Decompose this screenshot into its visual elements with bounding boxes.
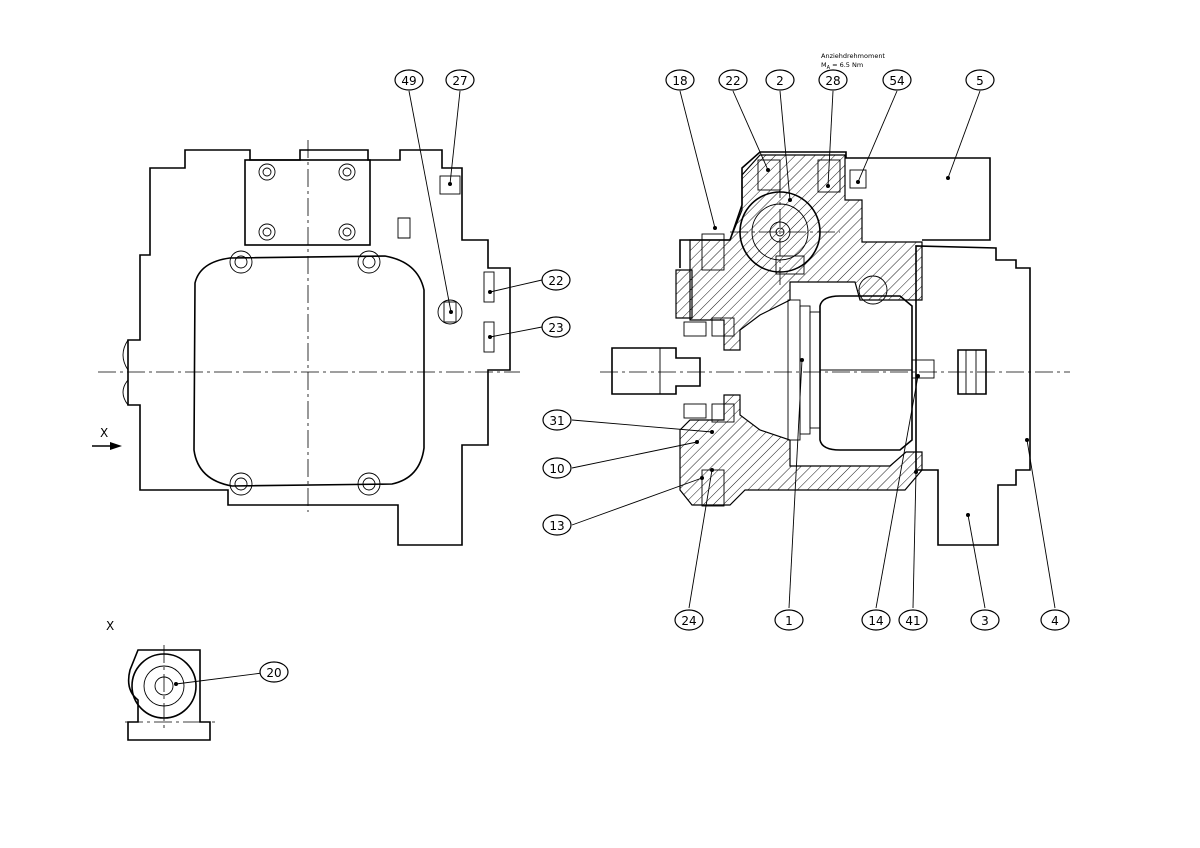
svg-text:2: 2	[776, 74, 784, 88]
svg-text:24: 24	[681, 614, 696, 628]
svg-text:14: 14	[868, 614, 883, 628]
svg-text:27: 27	[452, 74, 467, 88]
svg-text:4: 4	[1051, 614, 1059, 628]
callout-54: 54	[882, 69, 912, 91]
torque-note-title: Anziehdrehmoment	[821, 52, 885, 60]
callout-4: 4	[1040, 609, 1070, 631]
svg-text:22: 22	[548, 274, 563, 288]
svg-text:20: 20	[266, 666, 281, 680]
callout-18: 18	[665, 69, 695, 91]
callout-28: 28	[818, 69, 848, 91]
left-view: X	[92, 140, 520, 546]
leader-lines	[174, 90, 1056, 686]
torque-note-value: MA = 6.5 Nm	[821, 61, 863, 71]
svg-text:49: 49	[401, 74, 416, 88]
callout-3: 3	[970, 609, 1000, 631]
detail-label: X	[106, 619, 114, 633]
callout-31: 31	[542, 409, 572, 431]
svg-text:10: 10	[549, 462, 564, 476]
view-label: X	[100, 426, 108, 440]
callout-14: 14	[861, 609, 891, 631]
svg-text:22: 22	[725, 74, 740, 88]
callout-2: 2	[765, 69, 795, 91]
detail-view-x: X	[106, 619, 215, 741]
callout-13: 13	[542, 514, 572, 536]
callout-10: 10	[542, 457, 572, 479]
svg-text:5: 5	[976, 74, 984, 88]
callout-1: 1	[774, 609, 804, 631]
svg-text:18: 18	[672, 74, 687, 88]
callout-22-right: 22	[718, 69, 748, 91]
svg-text:1: 1	[785, 614, 793, 628]
svg-text:13: 13	[549, 519, 564, 533]
callout-41: 41	[898, 609, 928, 631]
svg-text:54: 54	[889, 74, 904, 88]
callout-27: 27	[445, 69, 475, 91]
svg-text:28: 28	[825, 74, 840, 88]
svg-text:3: 3	[981, 614, 989, 628]
svg-text:41: 41	[905, 614, 920, 628]
cover-bolts	[229, 163, 381, 496]
callout-49: 49	[394, 69, 424, 91]
callout-22-left: 22	[541, 269, 571, 291]
svg-text:23: 23	[548, 321, 563, 335]
callout-24: 24	[674, 609, 704, 631]
callout-20: 20	[259, 661, 289, 683]
callout-23: 23	[541, 316, 571, 338]
svg-text:31: 31	[549, 414, 564, 428]
callout-5: 5	[965, 69, 995, 91]
right-section-view: Anziehdrehmoment MA = 6.5 Nm	[600, 52, 1070, 546]
